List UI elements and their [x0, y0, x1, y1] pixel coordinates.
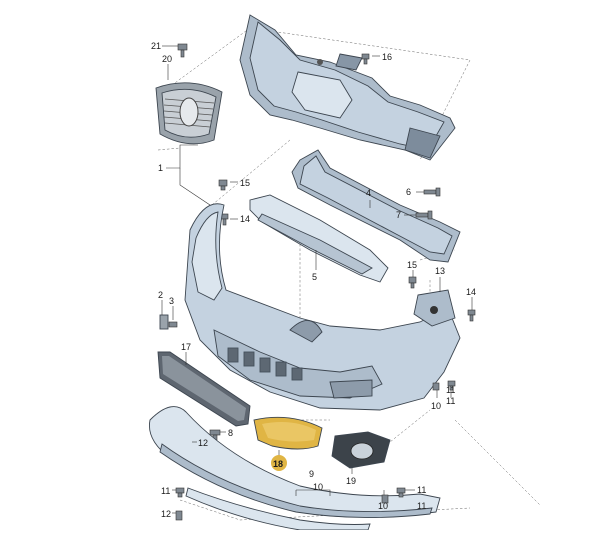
callout-18-badge — [271, 455, 287, 471]
callout-10-bottom: 10 — [378, 501, 388, 511]
bracket-part-2 — [159, 314, 169, 330]
absorber-part-5 — [249, 194, 389, 283]
callout-11-bottom-right: 11 — [417, 485, 426, 495]
fog-cover-part-19 — [331, 431, 391, 469]
callout-13: 13 — [435, 266, 445, 276]
callout-15-upper: 15 — [240, 178, 250, 188]
reinforcement-part-4 — [291, 149, 461, 263]
callout-12-upper: 12 — [198, 438, 208, 448]
fastener-part-11-right-a — [447, 380, 456, 391]
callout-10-center: 10 — [313, 482, 323, 492]
screw-part-14-right — [467, 309, 476, 322]
spoiler-part-9 — [148, 406, 441, 518]
callout-15-right: 15 — [407, 260, 417, 270]
callout-21: 21 — [151, 41, 161, 51]
callout-8: 8 — [228, 428, 233, 438]
bumper-cover-part-1 — [184, 203, 461, 411]
lock-carrier-upper — [239, 14, 456, 161]
leader-lines — [161, 45, 473, 514]
fastener-part-10-bottom-right — [381, 494, 389, 504]
callout-5: 5 — [312, 272, 317, 282]
callout-16: 16 — [382, 52, 392, 62]
trim-strip-part-10-lower — [185, 487, 371, 531]
fastener-part-11-bottom-left — [175, 487, 185, 498]
callout-11-right: 11 — [446, 396, 455, 406]
screw-part-21 — [177, 43, 188, 58]
callout-7: 7 — [396, 210, 401, 220]
callout-labels: 21 20 16 1 15 14 4 6 7 5 2 3 15 13 14 17… — [151, 41, 476, 519]
fastener-part-12-bottom-left — [175, 510, 183, 521]
callout-11-bottom-right-b: 11 — [417, 501, 426, 511]
callout-18: 18 — [273, 459, 283, 469]
callout-14-right: 14 — [466, 287, 476, 297]
callout-2: 2 — [158, 290, 163, 300]
grille-mesh-part-17 — [157, 351, 251, 427]
trim-part-18 — [253, 416, 323, 450]
callout-1: 1 — [158, 163, 163, 173]
callout-20: 20 — [162, 54, 172, 64]
callout-12-bottom-left: 12 — [161, 509, 171, 519]
callout-17: 17 — [181, 342, 191, 352]
callout-6: 6 — [406, 187, 411, 197]
callout-4: 4 — [366, 188, 371, 198]
callout-14-upper: 14 — [240, 214, 250, 224]
callout-10-right: 10 — [431, 401, 441, 411]
callout-3: 3 — [169, 296, 174, 306]
clip-part-15-right — [408, 276, 417, 289]
callout-9: 9 — [309, 469, 314, 479]
callout-11-right-b: 11 — [446, 385, 455, 395]
fastener-part-11-bottom-right — [396, 487, 406, 498]
callout-19: 19 — [346, 476, 356, 486]
callout-11-bottom-left: 11 — [161, 486, 170, 496]
grille-part-20 — [155, 82, 223, 145]
bracket-part-13 — [413, 289, 456, 327]
clip-part-3 — [168, 321, 178, 328]
clip-part-15-upper — [218, 179, 228, 191]
fastener-part-10-right-a — [432, 382, 440, 391]
screw-part-6 — [423, 187, 441, 197]
screw-part-16 — [361, 53, 370, 65]
